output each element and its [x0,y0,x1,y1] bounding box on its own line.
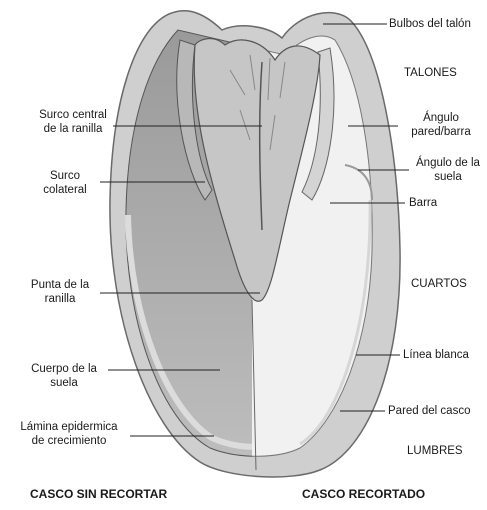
label-lamina-epidermica: Lámina epidermica de crecimiento [8,420,130,448]
label-angulo-suela-line1: Ángulo de la [409,156,487,170]
label-punta-ranilla: Punta de la ranilla [20,278,100,306]
label-lamina-epidermica-line1: Lámina epidermica [8,420,130,434]
label-angulo-suela: Ángulo de la suela [409,156,487,184]
label-bulbos-talon: Bulbos del talón [389,17,471,31]
label-angulo-suela-line2: suela [409,170,487,184]
label-surco-colateral-line1: Surco [30,169,100,183]
label-cuerpo-suela-line1: Cuerpo de la [20,362,108,376]
label-angulo-pared-barra-line2: pared/barra [400,125,482,139]
label-surco-central-line2: de la ranilla [28,122,118,136]
label-talones: TALONES [404,66,457,80]
label-pared-casco: Pared del casco [388,404,470,418]
label-cuerpo-suela: Cuerpo de la suela [20,362,108,390]
label-surco-central: Surco central de la ranilla [28,108,118,136]
label-surco-central-line1: Surco central [28,108,118,122]
label-lumbres: LUMBRES [407,444,463,458]
label-cuartos: CUARTOS [411,277,467,291]
label-angulo-pared-barra: Ángulo pared/barra [400,111,482,139]
label-surco-colateral-line2: colateral [30,183,100,197]
caption-casco-sin-recortar: CASCO SIN RECORTAR [30,487,167,501]
label-cuerpo-suela-line2: suela [20,376,108,390]
label-surco-colateral: Surco colateral [30,169,100,197]
label-punta-ranilla-line1: Punta de la [20,278,100,292]
label-angulo-pared-barra-line1: Ángulo [400,111,482,125]
label-lamina-epidermica-line2: de crecimiento [8,434,130,448]
caption-casco-recortado: CASCO RECORTADO [302,487,425,501]
label-barra: Barra [409,196,437,210]
label-linea-blanca: Línea blanca [403,348,469,362]
label-punta-ranilla-line2: ranilla [20,292,100,306]
